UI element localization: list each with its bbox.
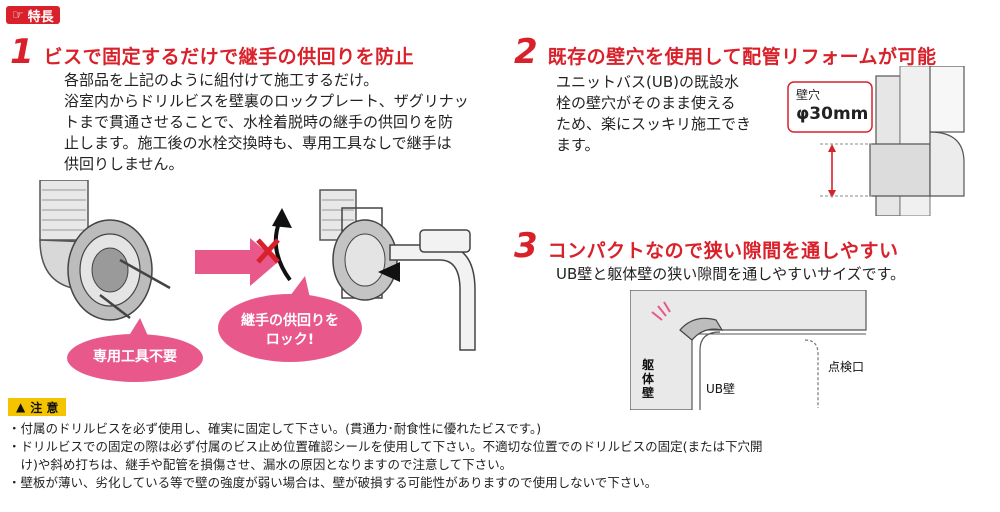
section2-line: ため、楽にスッキリ施工でき [556,115,752,133]
section1-line: 浴室内からドリルビスを壁裏のロックプレート、ザグリナッ [64,92,469,110]
section2-title: 既存の壁穴を使用して配管リフォームが可能 [547,46,937,68]
caution-line: ・付属のドリルビスを必ず使用し、確実に固定して下さい。(貫通力･耐食性に優れたビ… [8,421,542,436]
feature-badge: ☞ 特長 [6,6,60,25]
hand-icon: ☞ [12,7,24,23]
fitting-left-illustration [39,180,171,321]
section1-line: トまで貫通させることで、水栓着脱時の継手の供回りを防 [64,113,453,131]
caution-badge-label: 注 意 [30,400,59,415]
bubble-lock-line2: ロック! [265,332,315,348]
bubble-lock-line1: 継手の供回りを [241,313,339,329]
caution-line: ・壁板が薄い、劣化している等で壁の強度が弱い場合は、壁が破損する可能性があります… [8,475,658,490]
section2-number: 2 [514,32,538,72]
label-structure-wall: 躯体壁 [642,358,655,400]
section2-text: ユニットバス(UB)の既設水 栓の壁穴がそのまま使える ため、楽にスッキリ施工で… [556,72,776,156]
warning-icon: ▲ [16,400,26,414]
section2-line: ユニットバス(UB)の既設水 [556,73,739,91]
section1-line: 止します。施工後の水栓交換時も、専用工具なしで継手は [64,134,452,152]
caution-line: け)や斜め打ちは、継手や配管を損傷させ、漏水の原因となりますので注意して下さい。 [8,457,513,472]
label-inspection-port: 点検口 [828,360,865,374]
hole-size: φ30mm [796,104,869,124]
label-ub-wall: UB壁 [706,382,736,396]
caution-badge: ▲ 注 意 [8,398,67,416]
bubble-lock-text: 継手の供回りを ロック! [218,312,362,350]
section3-heading: 3 コンパクトなので狭い隙間を通しやすい [514,226,899,266]
section3-illustration [630,290,867,410]
bubble-no-tool [67,318,203,382]
section2-line: 栓の壁穴がそのまま使える [556,94,736,112]
cross-mark-icon [256,238,280,264]
section1-title: ビスで固定するだけで継手の供回りを防止 [43,46,415,68]
fitting-right-illustration [272,189,476,351]
caution-text: ・付属のドリルビスを必ず使用し、確実に固定して下さい。(貫通力･耐食性に優れたビ… [8,420,992,492]
section3-number: 3 [514,226,538,266]
section3-title: コンパクトなので狭い隙間を通しやすい [547,240,899,262]
bubble-lock [218,276,362,362]
section1-illustration [39,180,476,382]
hole-label: 壁穴 [796,88,821,102]
section1-number: 1 [10,32,34,72]
section2-heading: 2 既存の壁穴を使用して配管リフォームが可能 [514,32,937,72]
bubble-no-tool-text: 専用工具不要 [93,349,177,365]
section1-text: 各部品を上記のように組付けて施工するだけ。 浴室内からドリルビスを壁裏のロックプ… [64,70,504,175]
section2-line: ます。 [556,136,600,154]
right-arrow-icon [195,238,278,286]
section3-text: UB壁と躯体壁の狭い隙間を通しやすいサイズです。 [556,265,906,283]
section1-heading: 1 ビスで固定するだけで継手の供回りを防止 [10,32,415,72]
caution-line: ・ドリルビスでの固定の際は必ず付属のビス止め位置確認シールを使用して下さい。不適… [8,439,763,454]
feature-badge-label: 特長 [27,9,54,25]
section2-illustration [787,66,965,216]
section1-line: 供回りしません。 [64,155,184,173]
section1-line: 各部品を上記のように組付けて施工するだけ。 [64,71,379,89]
